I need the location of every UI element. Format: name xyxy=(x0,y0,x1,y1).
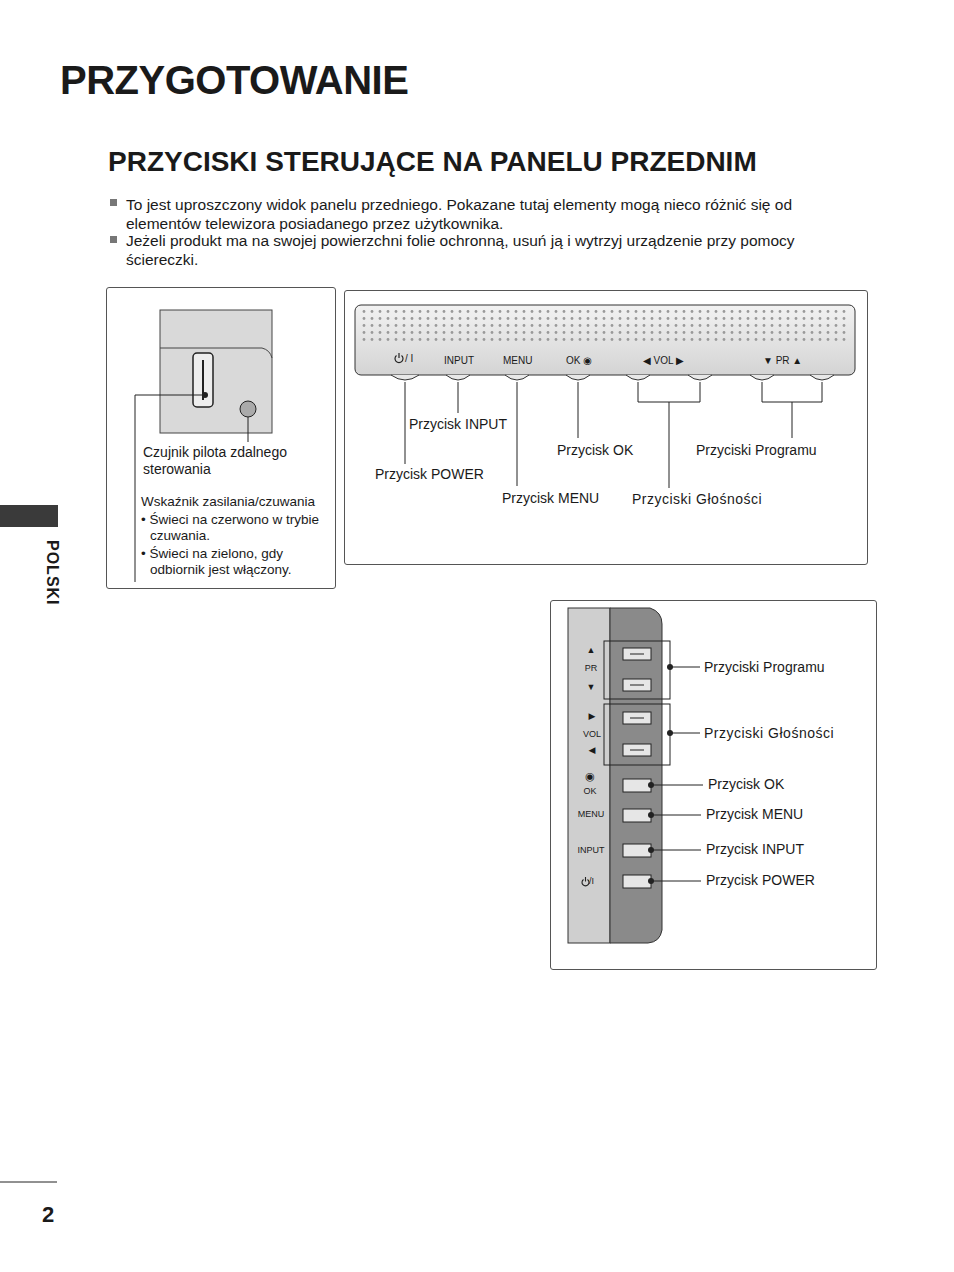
front-panel-view: Przycisk INPUT Przycisk POWER Przycisk MEN… xyxy=(344,290,868,565)
callout-label: Przycisk OK xyxy=(557,442,677,459)
callout-label: Przycisk MENU xyxy=(502,490,632,507)
button-marking: / I xyxy=(405,353,435,365)
side-panel-view: Przyciski ProgramuPrzyciski GłośnościPrz… xyxy=(550,600,877,970)
button-marking: MENU xyxy=(503,355,543,367)
language-tab: POLSKI xyxy=(43,540,62,630)
button-marking: INPUT xyxy=(444,355,484,367)
side-marking: OK xyxy=(581,786,599,797)
page-title: PRZYGOTOWANIE xyxy=(60,56,560,104)
bullet-note: To jest uproszczony widok panelu przedni… xyxy=(126,196,866,233)
button-marking: ▼ PR ▲ xyxy=(763,355,823,367)
callout-label: • Świeci na zielono, gdy odbiornik jest … xyxy=(141,546,330,578)
callout-label: Czujnik pilota zdalnego sterowania xyxy=(143,444,318,478)
side-marking: PR xyxy=(581,663,601,674)
side-marking: MENU xyxy=(575,809,607,820)
callout-label: Przyciski Programu xyxy=(704,659,869,676)
bullet-note: Jeżeli produkt ma na swojej powierzchni … xyxy=(126,232,866,269)
callout-label: Przycisk POWER xyxy=(375,466,505,483)
callout-label: Wskaźnik zasilania/czuwania xyxy=(141,494,326,510)
callout-label: Przycisk INPUT xyxy=(706,841,856,858)
side-marking: ▶ xyxy=(585,711,599,722)
button-marking: ◀ VOL ▶ xyxy=(643,355,703,367)
callout-label: Przycisk INPUT xyxy=(409,416,539,433)
section-heading: PRZYCISKI STERUJĄCE NA PANELU PRZEDNIM xyxy=(108,145,908,179)
page-number: 2 xyxy=(42,1202,72,1228)
side-marking: INPUT xyxy=(574,845,608,856)
callout-label: Przycisk MENU xyxy=(706,806,856,823)
callout-label: Przyciski Programu xyxy=(696,442,856,459)
callout-label: Przycisk OK xyxy=(708,776,858,793)
callout-label: Przyciski Głośności xyxy=(632,491,802,508)
callout-label: Przyciski Głośności xyxy=(704,725,869,742)
callout-label: • Świeci na czerwono w trybie czuwania. xyxy=(141,512,330,544)
side-marking: ▲ xyxy=(584,645,598,656)
side-marking: /I xyxy=(589,876,603,887)
side-marking: ◀ xyxy=(585,745,599,756)
button-marking: OK ◉ xyxy=(566,355,606,367)
side-marking: VOL xyxy=(580,729,604,740)
callout-label: Przycisk POWER xyxy=(706,872,856,889)
indicator-panel: Czujnik pilota zdalnego sterowaniaWskaźn… xyxy=(106,287,336,589)
side-marking: ◉ xyxy=(583,770,597,783)
side-marking: ▼ xyxy=(584,682,598,693)
